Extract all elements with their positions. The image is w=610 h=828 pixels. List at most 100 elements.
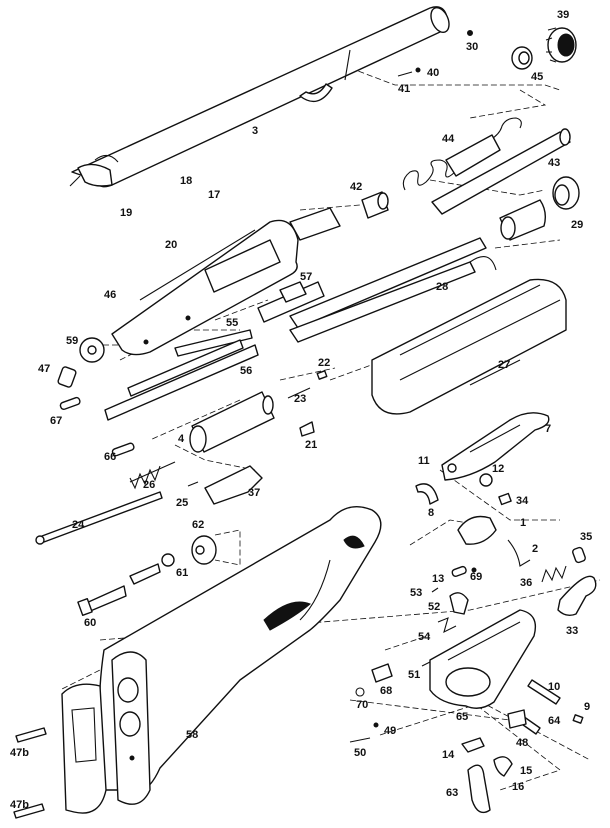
recoil-pad [61, 683, 107, 814]
callout-55: 55 [226, 317, 238, 329]
small-pins [397, 30, 473, 77]
magazine-tube [431, 128, 571, 215]
hammer-parts [457, 492, 531, 567]
callout-28: 28 [436, 281, 448, 293]
forearm-tube [289, 199, 547, 241]
callout-47b-upper: 47b [10, 747, 29, 759]
magazine-spring [402, 117, 522, 191]
callout-64: 64 [548, 715, 561, 727]
pin-66 [111, 442, 135, 457]
cap-ring [511, 46, 533, 70]
action-bars [289, 237, 497, 343]
firing-pin [129, 461, 176, 490]
callout-labels: 30 39 40 41 45 3 44 43 18 17 19 42 20 29… [10, 9, 592, 811]
callout-60: 60 [84, 617, 96, 629]
callout-40: 40 [427, 67, 439, 79]
callout-24: 24 [72, 519, 85, 531]
callout-20: 20 [165, 239, 177, 251]
callout-17: 17 [208, 189, 220, 201]
callout-50: 50 [354, 747, 366, 759]
bolt-screw [57, 366, 77, 388]
action-bar-plate [104, 339, 259, 421]
trigger-parts-11-12-8 [415, 463, 493, 505]
latch-37 [204, 465, 263, 505]
callout-33: 33 [566, 625, 578, 637]
pin-22-23 [287, 370, 328, 399]
callout-44: 44 [442, 133, 455, 145]
forend [371, 278, 567, 415]
trigger-pins [355, 661, 431, 697]
callout-63: 63 [446, 787, 458, 799]
callout-15: 15 [520, 765, 532, 777]
callout-8: 8 [428, 507, 434, 519]
callout-30: 30 [466, 41, 478, 53]
callout-3: 3 [252, 125, 258, 137]
callout-27: 27 [498, 359, 510, 371]
extractor-21 [299, 421, 315, 437]
callout-25: 25 [176, 497, 188, 509]
receiver [111, 219, 299, 356]
callout-59: 59 [66, 335, 78, 347]
butt-plate [111, 651, 151, 805]
callout-57: 57 [300, 271, 312, 283]
callout-10: 10 [548, 681, 560, 693]
callout-47b-lower: 47b [10, 799, 29, 811]
callout-16: 16 [512, 781, 524, 793]
callout-14: 14 [442, 749, 455, 761]
trigger-and-safety [461, 737, 513, 814]
callout-42: 42 [350, 181, 362, 193]
pins-13-69 [451, 565, 477, 578]
callout-41: 41 [398, 83, 410, 95]
rod-24 [35, 491, 163, 545]
callout-7: 7 [545, 423, 551, 435]
callout-22: 22 [318, 357, 330, 369]
callout-19: 19 [120, 207, 132, 219]
callout-46: 46 [104, 289, 116, 301]
callout-52: 52 [428, 601, 440, 613]
safety-parts [349, 709, 527, 743]
pad-screw-lower [13, 803, 45, 819]
bolt-assembly [257, 281, 325, 323]
trigger-plate-cover [441, 412, 550, 481]
breech-bolt [189, 391, 275, 453]
callout-49: 49 [384, 725, 396, 737]
callout-29: 29 [571, 219, 583, 231]
callout-9: 9 [584, 701, 590, 713]
slide-plate [174, 329, 253, 357]
callout-53: 53 [410, 587, 422, 599]
callout-12: 12 [492, 463, 504, 475]
callout-67: 67 [50, 415, 62, 427]
callout-18: 18 [180, 175, 192, 187]
trigger-plate [429, 609, 537, 709]
callout-48: 48 [516, 737, 528, 749]
magazine-cap-bushing [552, 176, 580, 210]
callout-1: 1 [520, 517, 526, 529]
callout-34: 34 [516, 495, 529, 507]
stock-bolt-washer [129, 535, 217, 585]
callout-39: 39 [557, 9, 569, 21]
callout-70: 70 [356, 699, 368, 711]
callout-58: 58 [186, 729, 198, 741]
trigger-spring-parts [541, 546, 597, 617]
pad-screw-upper [15, 727, 47, 743]
stock [97, 506, 382, 791]
callout-23: 23 [294, 393, 306, 405]
callout-69: 69 [470, 571, 482, 583]
callout-13: 13 [432, 573, 444, 585]
callout-37: 37 [248, 487, 260, 499]
callout-51: 51 [408, 669, 420, 681]
pin-67 [59, 396, 81, 411]
callout-66: 66 [104, 451, 116, 463]
callout-4: 4 [178, 433, 185, 445]
callout-56: 56 [240, 365, 252, 377]
sear-parts [431, 587, 469, 634]
pin-25 [187, 481, 199, 487]
callout-11: 11 [418, 455, 430, 467]
callout-62: 62 [192, 519, 204, 531]
callout-61: 61 [176, 567, 188, 579]
barrel [69, 6, 450, 188]
callout-65: 65 [456, 711, 468, 723]
callout-68: 68 [380, 685, 392, 697]
callout-21: 21 [305, 439, 317, 451]
